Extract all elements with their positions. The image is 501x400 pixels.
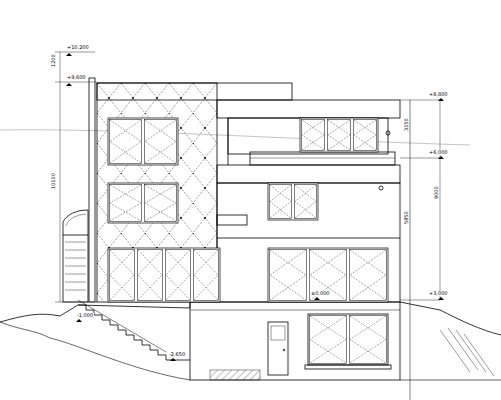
dimension-label: +8,800 [428,92,449,97]
dimension-label: 5850 [404,210,409,225]
dimension-label: +6,000 [428,150,449,155]
dimension-label: -1,000 [76,313,94,318]
dimension-label: 9000 [434,185,439,200]
dimension-label: +9,600 [66,75,87,80]
dimension-label: 3150 [404,117,409,132]
dimension-label: -2,650 [168,352,186,357]
dimension-label: +10,200 [66,45,90,50]
dimension-label: ±0,000 [310,291,331,296]
dimension-label: +3,000 [428,291,449,296]
dimension-label: 1200 [51,53,56,68]
dimension-label: 10100 [51,172,56,190]
